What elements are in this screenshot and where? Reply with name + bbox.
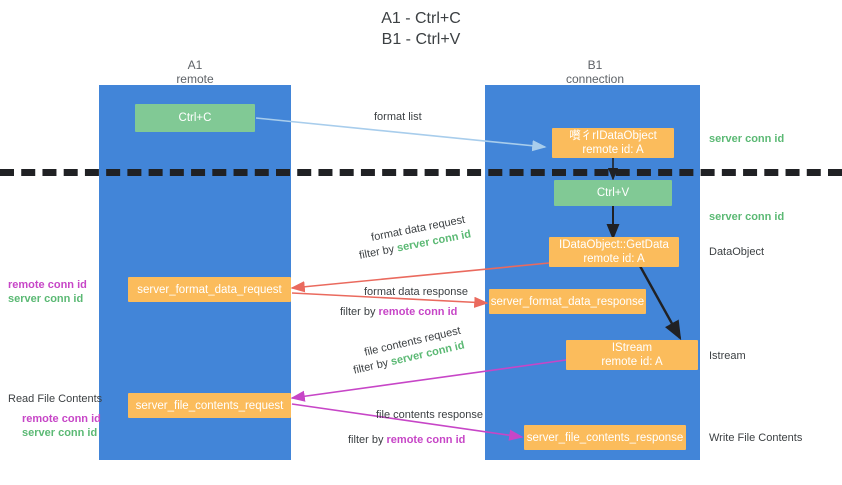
right-label-istream: Istream [709, 350, 746, 362]
node-idataobject-top-line2: remote id: A [582, 144, 644, 156]
left-label-remote-conn-id-low: remote conn id [22, 413, 101, 425]
edge-label-file-contents-response: file contents response [376, 409, 484, 421]
node-istream-line2: remote id: A [601, 356, 663, 368]
filter-value-remote-conn-id: remote conn id [378, 306, 458, 318]
node-server-file-contents-request[interactable]: server_file_contents_request [128, 393, 291, 418]
node-idataobject-getdata[interactable]: IDataObject::GetData remote id: A [549, 237, 679, 267]
right-label-server-conn-id-top: server conn id [709, 133, 785, 145]
column-header-a1-name: A1 [187, 58, 203, 72]
edge-label-file-contents-response-filter: filter by remote conn id [348, 433, 465, 448]
node-server-format-data-request-label: server_format_data_request [137, 283, 282, 296]
node-idataobject-getdata-line2: remote id: A [583, 253, 645, 265]
node-server-file-contents-request-label: server_file_contents_request [135, 399, 284, 412]
filter-value-remote-conn-id: remote conn id [386, 434, 466, 446]
column-header-a1: A1 remote [130, 58, 260, 86]
filter-prefix: filter by [352, 356, 393, 377]
edge-label-format-list: format list [374, 111, 422, 123]
column-header-b1-name: B1 [587, 58, 603, 72]
node-ctrl-v-label: Ctrl+V [596, 187, 630, 199]
right-label-server-conn-id-second: server conn id [709, 211, 785, 223]
node-istream[interactable]: IStream remote id: A [566, 340, 698, 370]
left-label-remote-conn-id-mid: remote conn id [8, 279, 87, 291]
edge-label-format-data-response: format data response [364, 286, 468, 298]
node-istream-line1: IStream [611, 342, 653, 354]
left-label-server-conn-id-mid: server conn id [8, 293, 84, 305]
column-header-a1-sub: remote [176, 72, 214, 86]
filter-prefix: filter by [358, 242, 399, 262]
filter-prefix: filter by [340, 306, 379, 318]
node-idataobject-top-line1: 嚽彳rIDataObject [569, 130, 657, 142]
page-title: A1 - Ctrl+C B1 - Ctrl+V [381, 10, 461, 48]
filter-prefix: filter by [348, 434, 387, 446]
phase-divider [0, 169, 842, 176]
right-label-write-file-contents: Write File Contents [709, 432, 803, 444]
node-idataobject-top[interactable]: 嚽彳rIDataObject remote id: A [552, 128, 674, 158]
node-server-format-data-response-label: server_format_data_response [490, 295, 645, 308]
node-ctrl-c[interactable]: Ctrl+C [135, 104, 255, 132]
node-server-file-contents-response[interactable]: server_file_contents_response [524, 425, 686, 450]
column-header-b1-sub: connection [565, 72, 625, 86]
edge-label-format-data-response-filter: filter by remote conn id [340, 305, 457, 320]
node-ctrl-c-label: Ctrl+C [178, 112, 212, 124]
node-ctrl-v[interactable]: Ctrl+V [554, 180, 672, 206]
left-label-read-file-contents: Read File Contents [8, 393, 103, 405]
left-label-server-conn-id-low: server conn id [22, 427, 98, 439]
right-label-dataobject: DataObject [709, 246, 765, 258]
node-idataobject-getdata-line1: IDataObject::GetData [559, 239, 669, 251]
node-server-format-data-response[interactable]: server_format_data_response [489, 289, 646, 314]
node-server-file-contents-response-label: server_file_contents_response [526, 431, 684, 444]
node-server-format-data-request[interactable]: server_format_data_request [128, 277, 291, 302]
column-header-b1: B1 connection [530, 58, 660, 86]
